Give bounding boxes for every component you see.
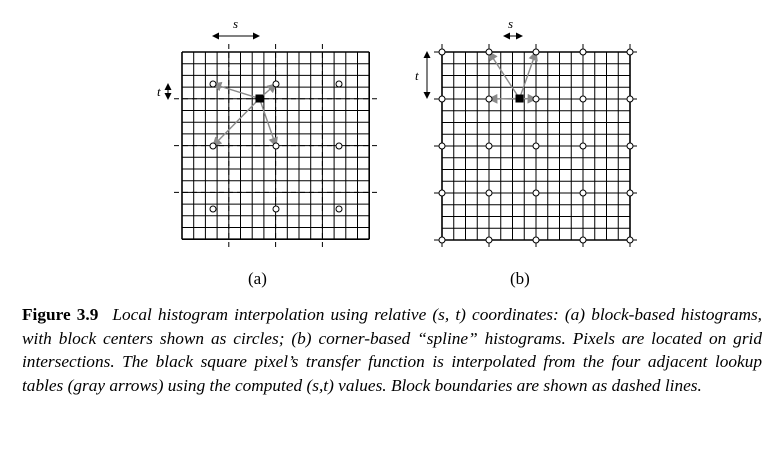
corner-node-circle (438, 236, 446, 244)
interpolation-arrow (211, 81, 260, 100)
corner-node-circle (438, 48, 446, 56)
block-center-circle (272, 142, 280, 150)
panel-b-corner-nodes (438, 48, 634, 244)
corner-node-circle (485, 142, 493, 150)
corner-node-circle (532, 95, 540, 103)
corner-node-circle (485, 48, 493, 56)
corner-node-circle (438, 95, 446, 103)
caption-label: Figure 3.9 (22, 305, 99, 324)
corner-node-circle (532, 236, 540, 244)
panel-a-label: (a) (248, 269, 267, 288)
corner-node-circle (579, 236, 587, 244)
corner-node-circle (626, 142, 634, 150)
interpolation-arrow (488, 50, 521, 99)
panel-a-t-label: t (157, 84, 161, 99)
block-center-circle (209, 80, 217, 88)
interpolation-arrow (487, 93, 520, 104)
corner-node-circle (532, 142, 540, 150)
block-center-circle (209, 142, 217, 150)
block-center-circle (335, 142, 343, 150)
panel-b-label: (b) (510, 269, 530, 288)
panel-b-pixel-square (515, 94, 524, 103)
interpolation-arrow (212, 98, 261, 148)
corner-node-circle (438, 189, 446, 197)
panel-a-interpolation-arrows (211, 81, 278, 148)
interpolation-arrow (258, 98, 278, 148)
block-center-circle (335, 205, 343, 213)
corner-node-circle (532, 48, 540, 56)
panel-a-s-label: s (233, 16, 238, 31)
block-center-circle (209, 205, 217, 213)
corner-node-circle (485, 189, 493, 197)
corner-node-circle (626, 189, 634, 197)
corner-node-circle (579, 48, 587, 56)
corner-node-circle (485, 95, 493, 103)
block-center-circle (272, 80, 280, 88)
figure-illustration: s t (a) s t (b) (157, 16, 638, 288)
corner-node-circle (626, 48, 634, 56)
corner-node-circle (626, 95, 634, 103)
panel-b-t-label: t (415, 68, 419, 83)
corner-node-circle (438, 142, 446, 150)
corner-node-circle (626, 236, 634, 244)
corner-node-circle (579, 142, 587, 150)
corner-node-circle (485, 236, 493, 244)
corner-node-circle (579, 189, 587, 197)
block-center-circle (272, 205, 280, 213)
corner-node-circle (532, 189, 540, 197)
corner-node-circle (579, 95, 587, 103)
block-center-circle (335, 80, 343, 88)
panel-a-block-centers (209, 80, 343, 213)
caption-text: Local histogram interpolation using rela… (22, 305, 762, 395)
interpolation-arrow (518, 50, 538, 99)
panel-b-s-label: s (508, 16, 513, 31)
panel-a-pixel-square (255, 94, 264, 103)
